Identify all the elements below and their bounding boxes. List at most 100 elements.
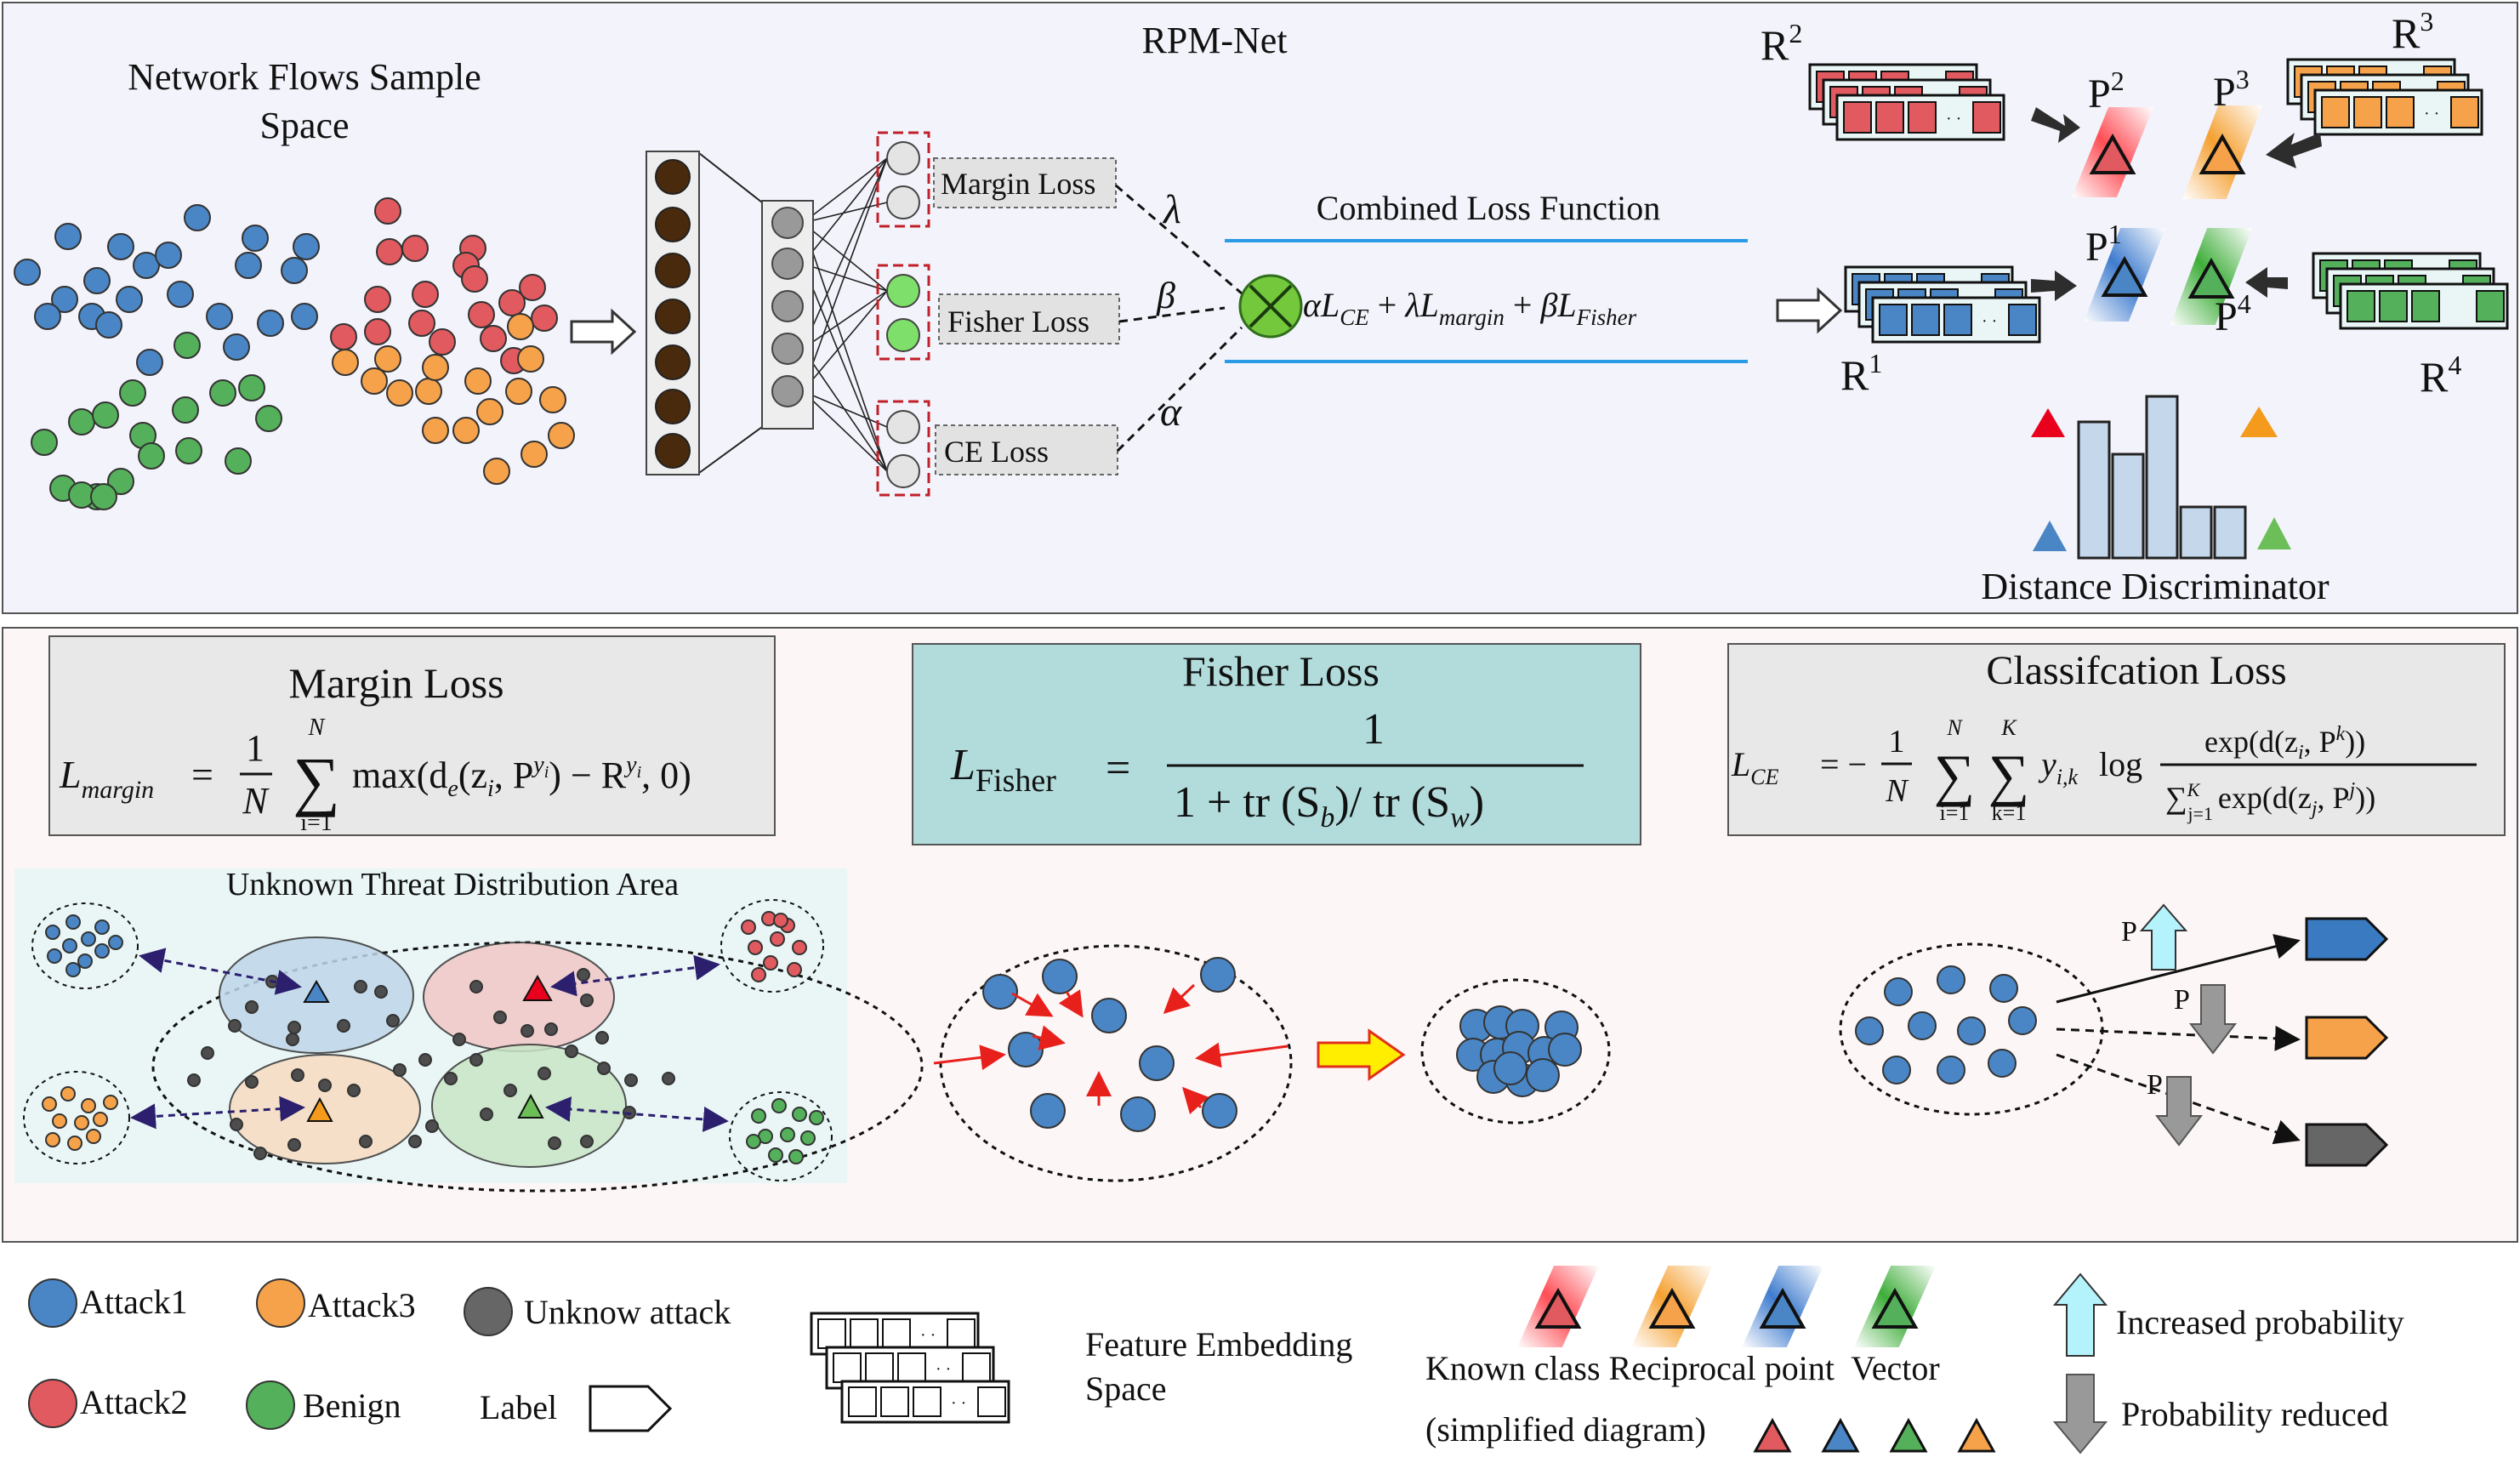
lambda-connector [1115,184,1243,295]
benign-sample [68,408,95,435]
benign-cluster-dot [746,1134,761,1149]
stack-r2-cell [1908,101,1937,134]
svg-text:1: 1 [1362,705,1385,754]
unknown-sample [287,1021,301,1034]
stack-r3-cell [2450,96,2479,128]
point-p1-label: P1 [2085,219,2122,270]
legend-stack-cell [897,1352,926,1383]
legend-reduce-arrow [2052,1374,2108,1454]
class-sample [2008,1006,2037,1035]
net-line [802,390,888,428]
benign-cluster-dot [788,1149,804,1164]
attack2-cluster-dot [787,962,802,977]
margin-loss-box [48,635,776,836]
svg-text:i=1: i=1 [1940,800,1970,825]
legend-stack-cell [817,1318,846,1349]
unknown-sample [493,1010,507,1024]
unknown-sample [662,1072,675,1085]
stack-r3-cell [2321,96,2350,128]
unknown-sample [245,1000,259,1014]
legend-tri-blue [1821,1417,1860,1453]
unknown-sample [228,1019,242,1033]
attack3-sample [415,378,442,405]
stack-r1-cell [1879,304,1908,336]
arrow-r2-p2 [2031,107,2080,143]
attack3-sample [483,458,510,485]
unknown-area-ellipse [151,941,924,1193]
svg-text:LFisher: LFisher [950,741,1056,799]
legend-stack-cell [848,1386,877,1417]
sample-space-title-1: Network Flows Sample [128,56,481,98]
benign-sample [92,401,119,429]
benign-cluster-dot [800,1130,816,1146]
legend: Attack1 Attack2 Attack3 Benign Unknow at… [28,1266,2404,1454]
attack2-sample [480,325,507,352]
attack1-sample [184,204,211,231]
class-sample [1855,1016,1884,1045]
hist-red-triangle [2031,408,2065,437]
benign-sample [138,442,165,470]
svg-text:= −: = − [1820,745,1867,783]
stack-r1-cell [1911,304,1940,336]
input-node [655,433,691,469]
benign-sample [107,468,134,495]
attack2-sample [408,310,435,337]
unknown-sample [538,1067,551,1080]
legend-tri-red [1753,1417,1792,1453]
area-green-triangle [517,1093,544,1119]
rpm-net-title: RPM-Net [1141,20,1287,61]
unknown-sample [480,1107,493,1121]
class-loss-title: Classifcation Loss [1986,648,2286,693]
unknown-sample [444,1072,458,1085]
hist-orange-triangle [2240,407,2278,437]
attack3-sample [505,378,532,405]
attack3-sample [476,398,503,425]
svg-text:yi,k: yi,k [2038,745,2078,789]
class-loss-box [1727,643,2506,836]
hist-green-triangle [2257,517,2291,549]
svg-text:=: = [1106,744,1130,793]
fisher-node-2 [886,318,920,352]
net-line [802,202,888,224]
input-nodes [655,159,691,469]
legend-stack-cell [865,1352,894,1383]
alpha-symbol: α [1160,390,1182,435]
attack3-sample [422,417,449,444]
stack-r4-cell [2347,290,2375,322]
margin-loss-label: Margin Loss [941,167,1095,201]
margin-formula: Lmargin = 1 N N ∑ i=1 max(de(zi, Pyi) − … [59,714,691,836]
input-node [655,159,691,195]
attack2-cluster-dot [770,931,785,947]
legend-stack-cell [977,1386,1006,1417]
attack3-cluster-dot [52,1113,67,1129]
svg-text:∑: ∑ [1934,743,1975,807]
unknown-area-bg [14,868,847,1183]
sigma: ∑ [293,743,340,817]
dist-arrow-orange [130,1096,305,1130]
benign-sample [238,374,265,401]
input-node [655,253,691,288]
attack1-cluster-dot [65,962,81,977]
fisher-sample [1091,998,1127,1033]
attack2-sample [401,235,429,262]
margin-loss-title: Margin Loss [288,659,503,707]
sample-scatter [14,197,575,510]
attack1-sample [167,281,194,308]
unknown-sample [408,1135,422,1148]
ce-node-2 [886,454,920,488]
fisher-arrow [1163,983,1196,1015]
attack3-sample [507,313,534,340]
attack2-sample [412,281,439,308]
attack1-cluster-dot [62,938,77,954]
p-label-down-2: P [2147,1069,2163,1101]
attack2-sample [531,305,558,332]
benign-sample [209,379,236,407]
ce-loss-label-box [935,424,1118,475]
legend-stack-cell [947,1318,976,1349]
point-p3-label: P3 [2213,64,2250,115]
attack1-cluster-dot [108,935,123,950]
attack2-cluster-dot [751,967,766,982]
fisher-arrow [1195,1042,1288,1068]
attack1-cluster-dot [65,914,81,930]
